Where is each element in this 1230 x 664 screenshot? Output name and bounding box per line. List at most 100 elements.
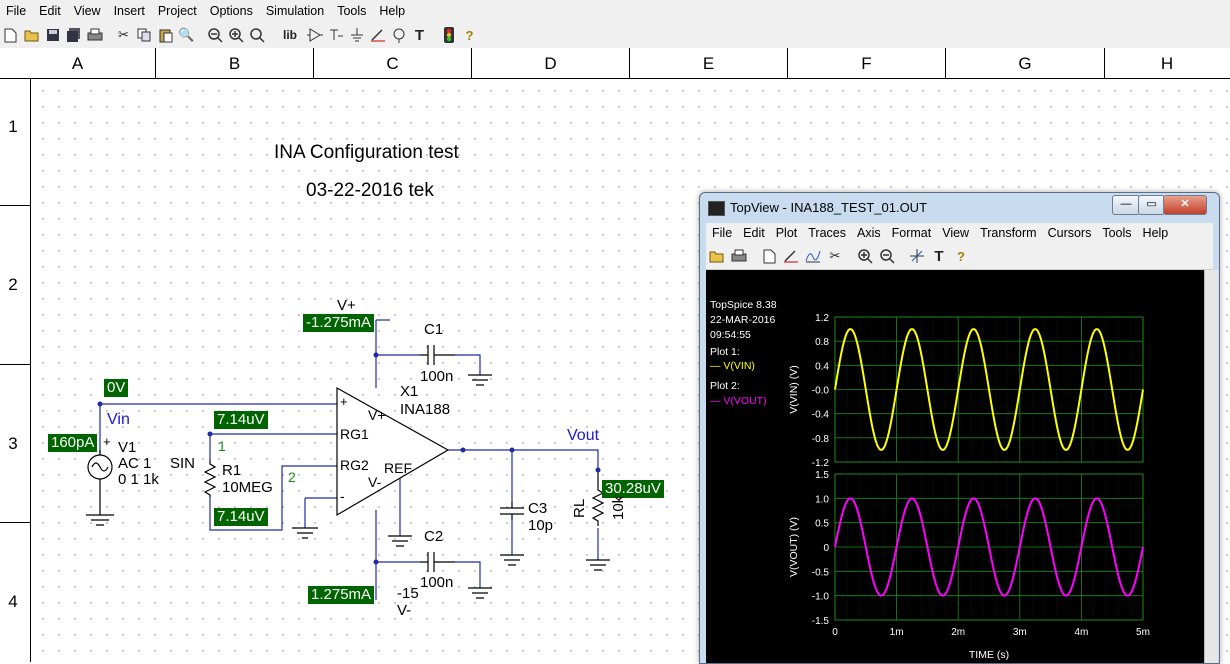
tv-menu-help[interactable]: Help	[1142, 226, 1169, 240]
part-icon[interactable]	[304, 24, 325, 46]
save-icon[interactable]	[42, 24, 63, 46]
save-all-icon[interactable]	[63, 24, 84, 46]
v1-ac[interactable]: AC 1	[118, 455, 152, 472]
plot2-xtick: 1m	[890, 627, 904, 638]
simulate-icon[interactable]	[438, 24, 459, 46]
probe-vin-voltage[interactable]: 0V	[104, 379, 129, 397]
tv-help-icon[interactable]: ?	[957, 248, 965, 264]
rl-value[interactable]: 10k	[610, 495, 627, 520]
menu-options[interactable]: Options	[209, 4, 253, 18]
zoom-out-icon[interactable]	[205, 24, 226, 46]
c1-ref[interactable]: C1	[424, 321, 444, 338]
net-label-vplus[interactable]: V+	[337, 297, 356, 314]
ground-icon[interactable]	[346, 24, 367, 46]
net-label-vin[interactable]: Vin	[107, 411, 130, 428]
tv-menu-traces[interactable]: Traces	[808, 226, 846, 240]
tv-print-icon[interactable]	[728, 245, 750, 267]
col-d: D	[472, 48, 630, 78]
tv-menu-cursors[interactable]: Cursors	[1047, 226, 1092, 240]
neg-supply-value[interactable]: -15	[397, 585, 419, 602]
v1-plus-sign: +	[103, 434, 111, 449]
probe-vin-current[interactable]: 160pA	[48, 434, 98, 452]
menu-project[interactable]: Project	[157, 4, 197, 18]
plot2-xtick: 2m	[951, 627, 965, 638]
tv-pen-icon[interactable]	[780, 245, 802, 267]
r1-value[interactable]: 10MEG	[222, 479, 273, 496]
probe-rg2-voltage[interactable]: 7.14uV	[214, 508, 268, 526]
net-label-vminus[interactable]: V-	[397, 602, 412, 619]
trace1-legend[interactable]: — V(VIN)	[710, 360, 755, 372]
topview-scrollbar[interactable]	[1204, 270, 1218, 663]
tv-cut-icon[interactable]: ✂	[829, 248, 841, 263]
trace1-name: V(VIN)	[723, 360, 755, 372]
tv-zoom-out-icon[interactable]	[876, 245, 898, 267]
tv-menu-edit[interactable]: Edit	[743, 226, 765, 240]
text-icon[interactable]: T	[414, 26, 425, 44]
wire-icon[interactable]	[367, 24, 388, 46]
topview-titlebar[interactable]: TopView - INA188_TEST_01.OUT — ▭ ✕	[700, 193, 1219, 223]
trace2-legend[interactable]: — V(VOUT)	[710, 395, 767, 407]
label-icon[interactable]	[388, 24, 409, 46]
v1-params[interactable]: 0 1 1k	[118, 471, 159, 488]
net-label-vout[interactable]: Vout	[567, 427, 600, 444]
c2-ref[interactable]: C2	[424, 528, 444, 545]
rl-ref[interactable]: RL	[571, 498, 588, 518]
tv-text-icon[interactable]: T	[934, 247, 944, 265]
library-icon[interactable]: lib	[283, 28, 297, 42]
run-time: 09:54:55	[710, 329, 751, 341]
close-button[interactable]: ✕	[1163, 195, 1207, 215]
v1-type[interactable]: SIN	[170, 455, 196, 472]
menu-simulation[interactable]: Simulation	[265, 4, 325, 18]
r1-ref[interactable]: R1	[222, 462, 242, 479]
pin-ref: REF	[384, 460, 412, 476]
copy-icon[interactable]	[134, 24, 155, 46]
probe-vminus-current[interactable]: 1.275mA	[308, 586, 375, 604]
topview-app-icon	[708, 201, 725, 216]
menu-file[interactable]: File	[6, 4, 27, 18]
new-icon[interactable]	[0, 24, 21, 46]
open-icon[interactable]	[21, 24, 42, 46]
zoom-fit-icon[interactable]	[247, 24, 268, 46]
c3-ref[interactable]: C3	[528, 500, 548, 517]
tv-new-plot-icon[interactable]	[758, 245, 780, 267]
tv-menu-view[interactable]: View	[942, 226, 970, 240]
menu-tools[interactable]: Tools	[337, 4, 367, 18]
tv-open-icon[interactable]	[706, 245, 728, 267]
menu-help[interactable]: Help	[379, 4, 406, 18]
x1-value[interactable]: INA188	[400, 401, 451, 418]
print-icon[interactable]	[84, 24, 105, 46]
tv-menu-file[interactable]: File	[712, 226, 733, 240]
tv-menu-plot[interactable]: Plot	[775, 226, 798, 240]
tv-trace-icon[interactable]	[802, 245, 824, 267]
minimize-button[interactable]: —	[1112, 195, 1140, 215]
v1-ref[interactable]: V1	[118, 439, 137, 456]
tv-menu-transform[interactable]: Transform	[980, 226, 1037, 240]
plot1-ytick: 1.2	[815, 313, 829, 324]
col-e: E	[630, 48, 788, 78]
tv-menu-tools[interactable]: Tools	[1102, 226, 1132, 240]
c3-value[interactable]: 10p	[528, 517, 554, 534]
zoom-in-icon[interactable]	[226, 24, 247, 46]
tv-menu-axis[interactable]: Axis	[857, 226, 881, 240]
maximize-button[interactable]: ▭	[1138, 195, 1165, 215]
x1-ref[interactable]: X1	[400, 383, 419, 400]
col-a: A	[0, 48, 156, 78]
probe-vplus-current[interactable]: -1.275mA	[303, 314, 375, 332]
tv-zoom-in-icon[interactable]	[854, 245, 876, 267]
menu-edit[interactable]: Edit	[39, 4, 61, 18]
c2-value[interactable]: 100n	[420, 574, 454, 591]
probe-vout-voltage[interactable]: 30.28uV	[602, 480, 664, 498]
c1-value[interactable]: 100n	[420, 368, 454, 385]
tv-menu-format[interactable]: Format	[891, 226, 932, 240]
help-icon[interactable]: ?	[465, 27, 474, 43]
probe-rg1-voltage[interactable]: 7.14uV	[214, 411, 268, 429]
paste-icon[interactable]	[155, 24, 176, 46]
topview-window[interactable]: TopView - INA188_TEST_01.OUT — ▭ ✕ File …	[699, 192, 1220, 664]
menu-insert[interactable]: Insert	[113, 4, 145, 18]
pin-icon[interactable]	[325, 24, 346, 46]
find-icon[interactable]: 🔍	[178, 27, 195, 42]
tv-cursor-icon[interactable]	[906, 245, 928, 267]
menu-view[interactable]: View	[73, 4, 101, 18]
cut-icon[interactable]: ✂	[118, 27, 129, 42]
